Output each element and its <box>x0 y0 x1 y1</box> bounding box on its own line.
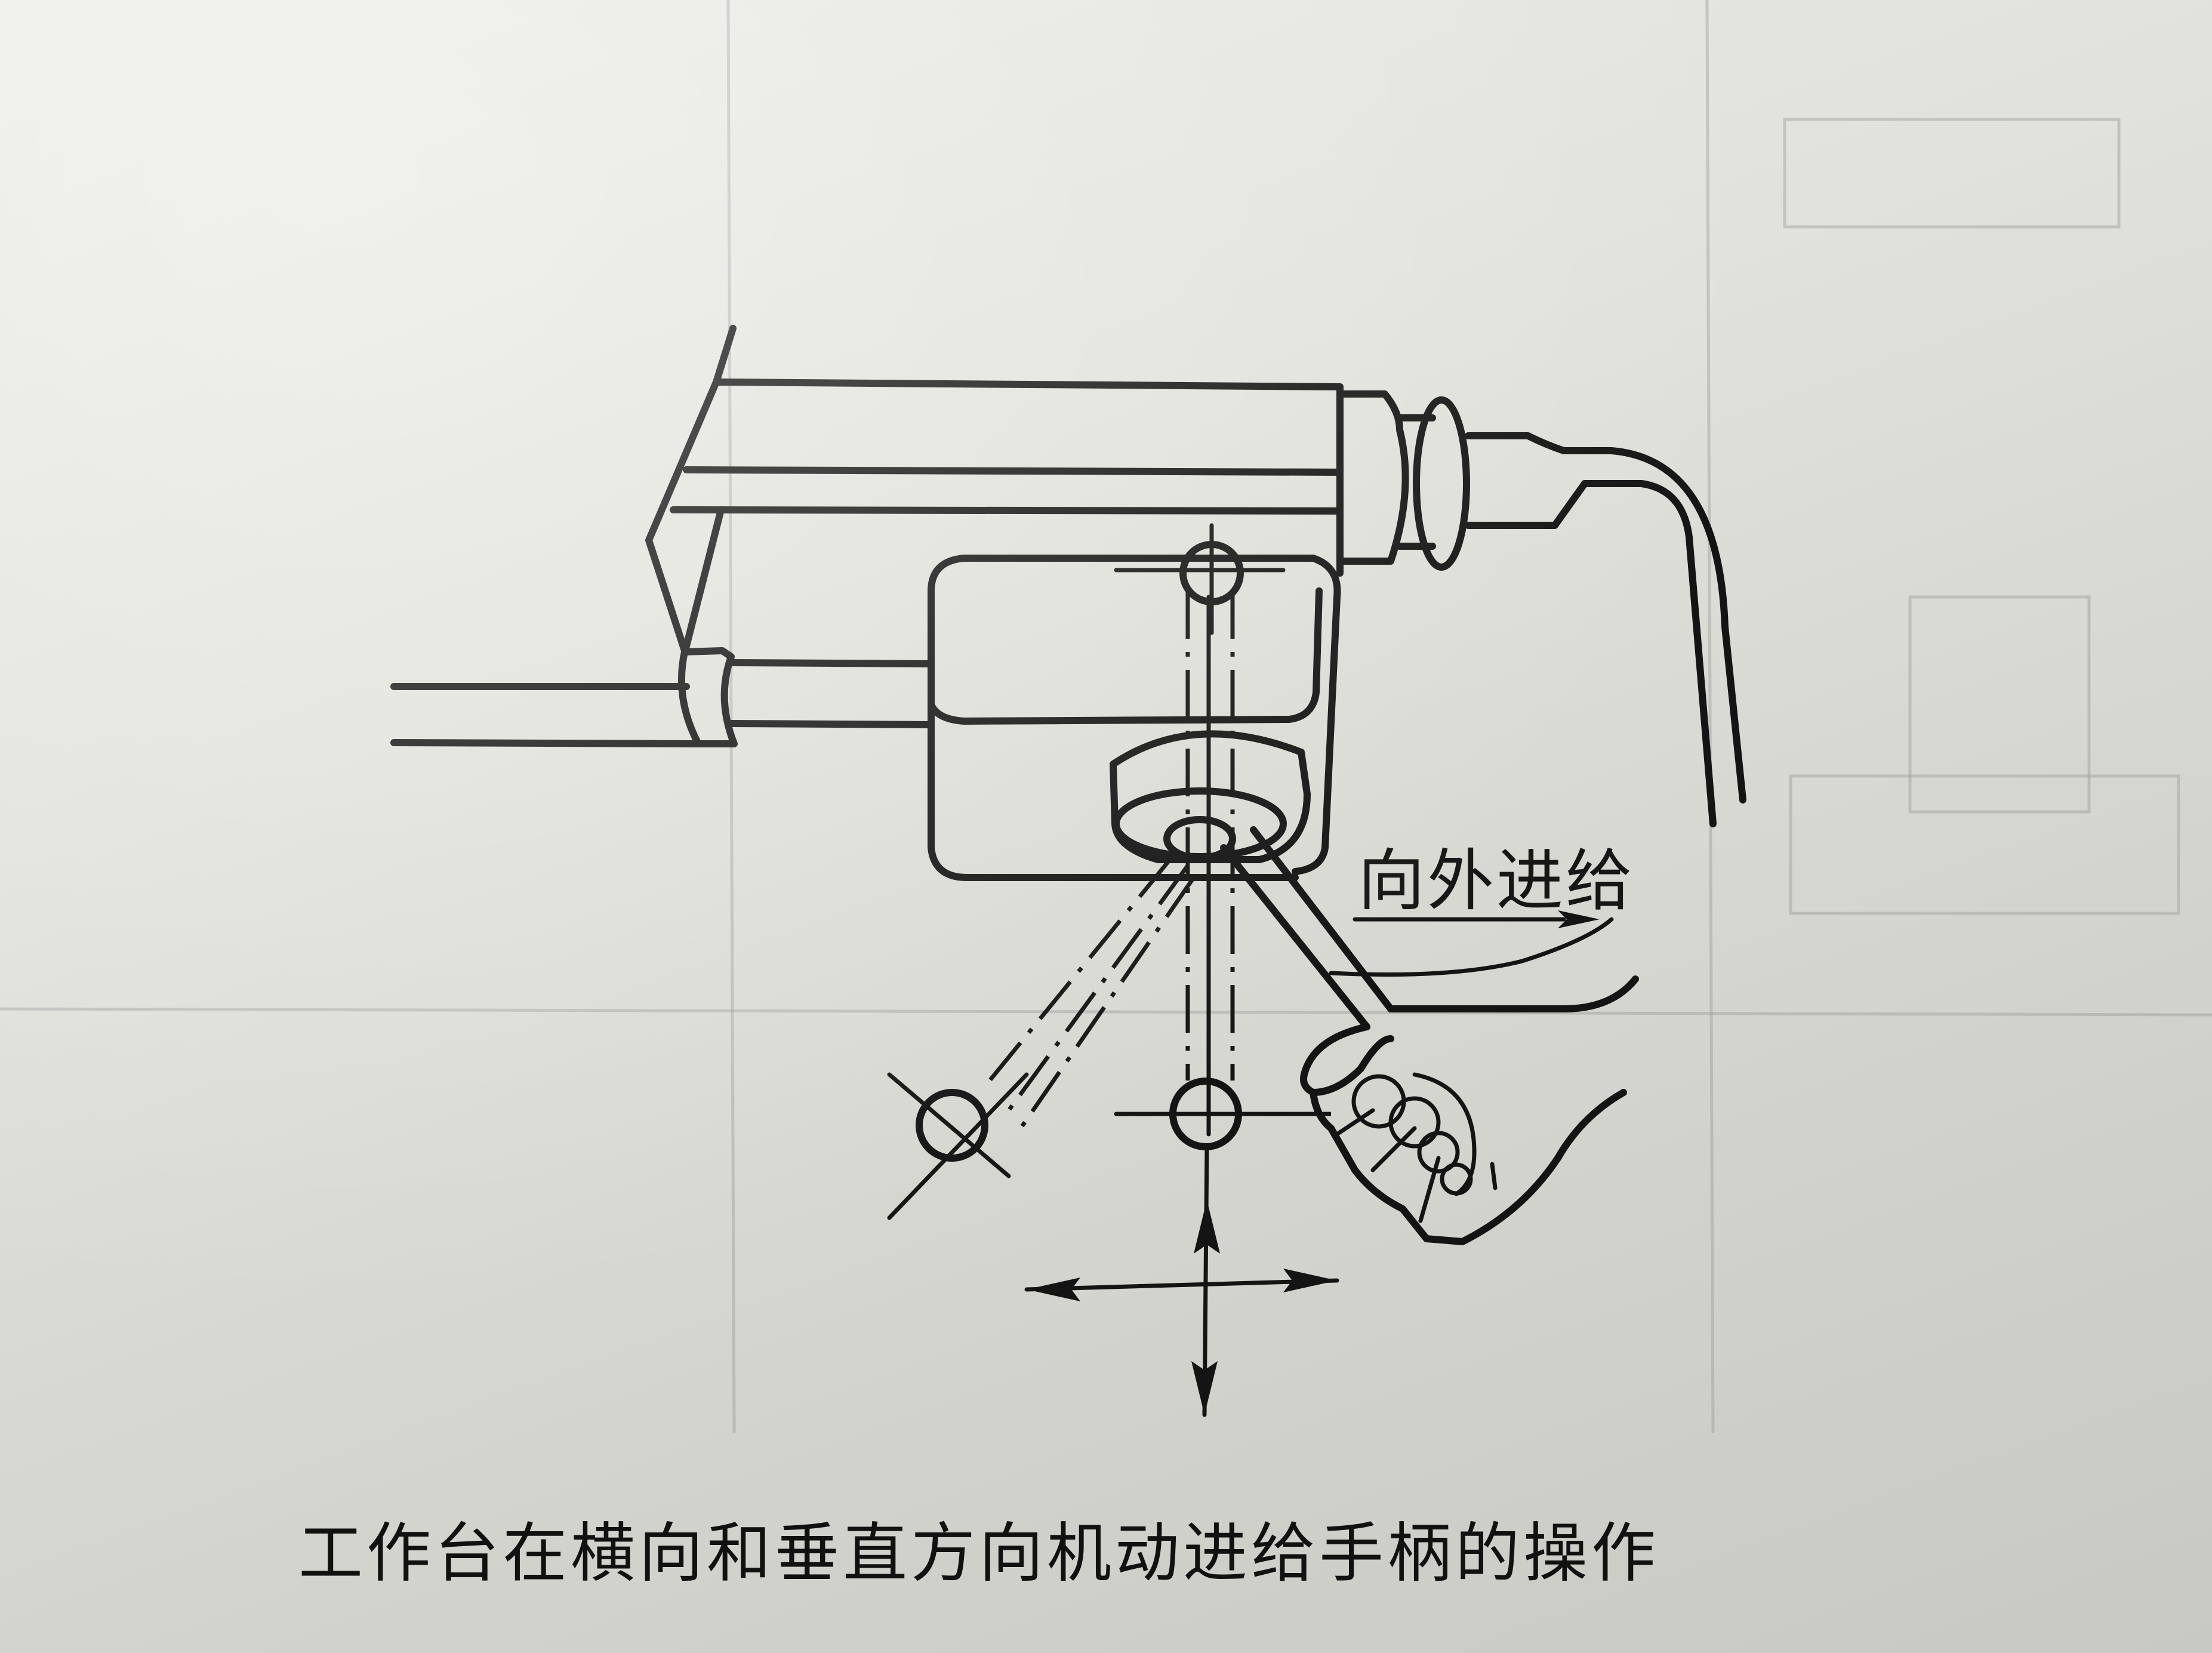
four-way-arrow-icon <box>1024 1144 1339 1417</box>
feed-gearbox <box>928 555 1341 881</box>
handle-grasped <box>1220 826 1394 1030</box>
feed-direction-label: 向外进给 <box>1358 842 1635 920</box>
handle-angled-position <box>887 858 1196 1220</box>
worktable-body <box>645 325 1344 654</box>
arrow-right-icon <box>1329 910 1614 977</box>
bleed-through-ghost <box>0 0 2212 1433</box>
leadscrew-shaft <box>390 647 935 747</box>
handle-knob-top <box>1114 523 1286 635</box>
right-coupling <box>1336 390 1746 827</box>
handle-center-position <box>1114 591 1331 1150</box>
figure-caption: 工作台在横向和垂直方向机动进给手柄的操作 <box>298 1516 1660 1591</box>
hand-icon <box>1300 975 1639 1245</box>
